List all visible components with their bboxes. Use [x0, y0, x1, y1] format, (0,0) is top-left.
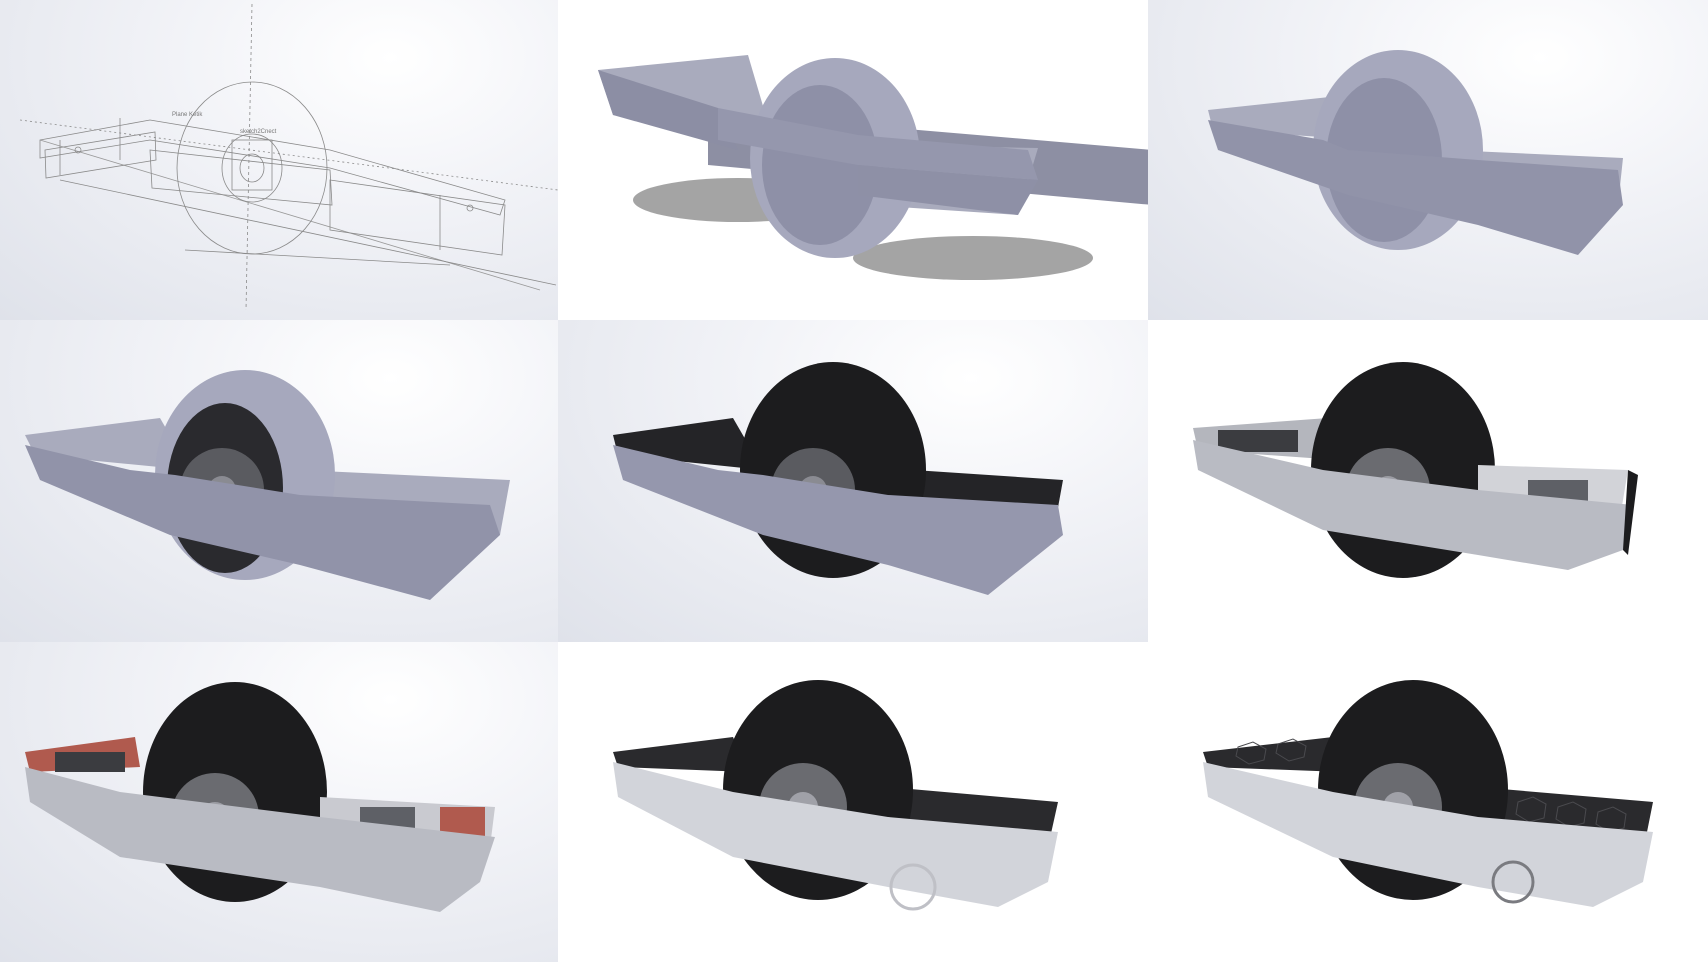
board-model — [25, 370, 510, 600]
sketch-label-plane: Plane Ketik — [172, 112, 203, 118]
render-wireframe-sketch: Plane Ketik sketch2Cnect — [0, 0, 558, 320]
render-gray-hub-belt — [0, 320, 558, 642]
board-model — [1193, 362, 1638, 578]
board-model — [598, 55, 1148, 280]
render-aluminum-rails-hex-grip — [1148, 642, 1708, 962]
render-matte-gray-shadow — [558, 0, 1148, 320]
wireframe-drawing: Plane Ketik sketch2Cnect — [19, 3, 558, 311]
board-model — [1203, 680, 1653, 907]
board-model — [613, 362, 1063, 595]
board-model — [613, 680, 1058, 911]
board-model — [25, 682, 495, 912]
sketch-label-sketch: sketch2Cnect — [240, 129, 277, 135]
render-black-tire-deck — [558, 320, 1148, 642]
render-open-deck-internals — [1148, 320, 1708, 642]
render-matte-gray — [1148, 0, 1708, 320]
render-copper-pads — [0, 642, 558, 962]
board-model — [1208, 50, 1623, 255]
render-aluminum-rails-black-deck — [558, 642, 1148, 962]
